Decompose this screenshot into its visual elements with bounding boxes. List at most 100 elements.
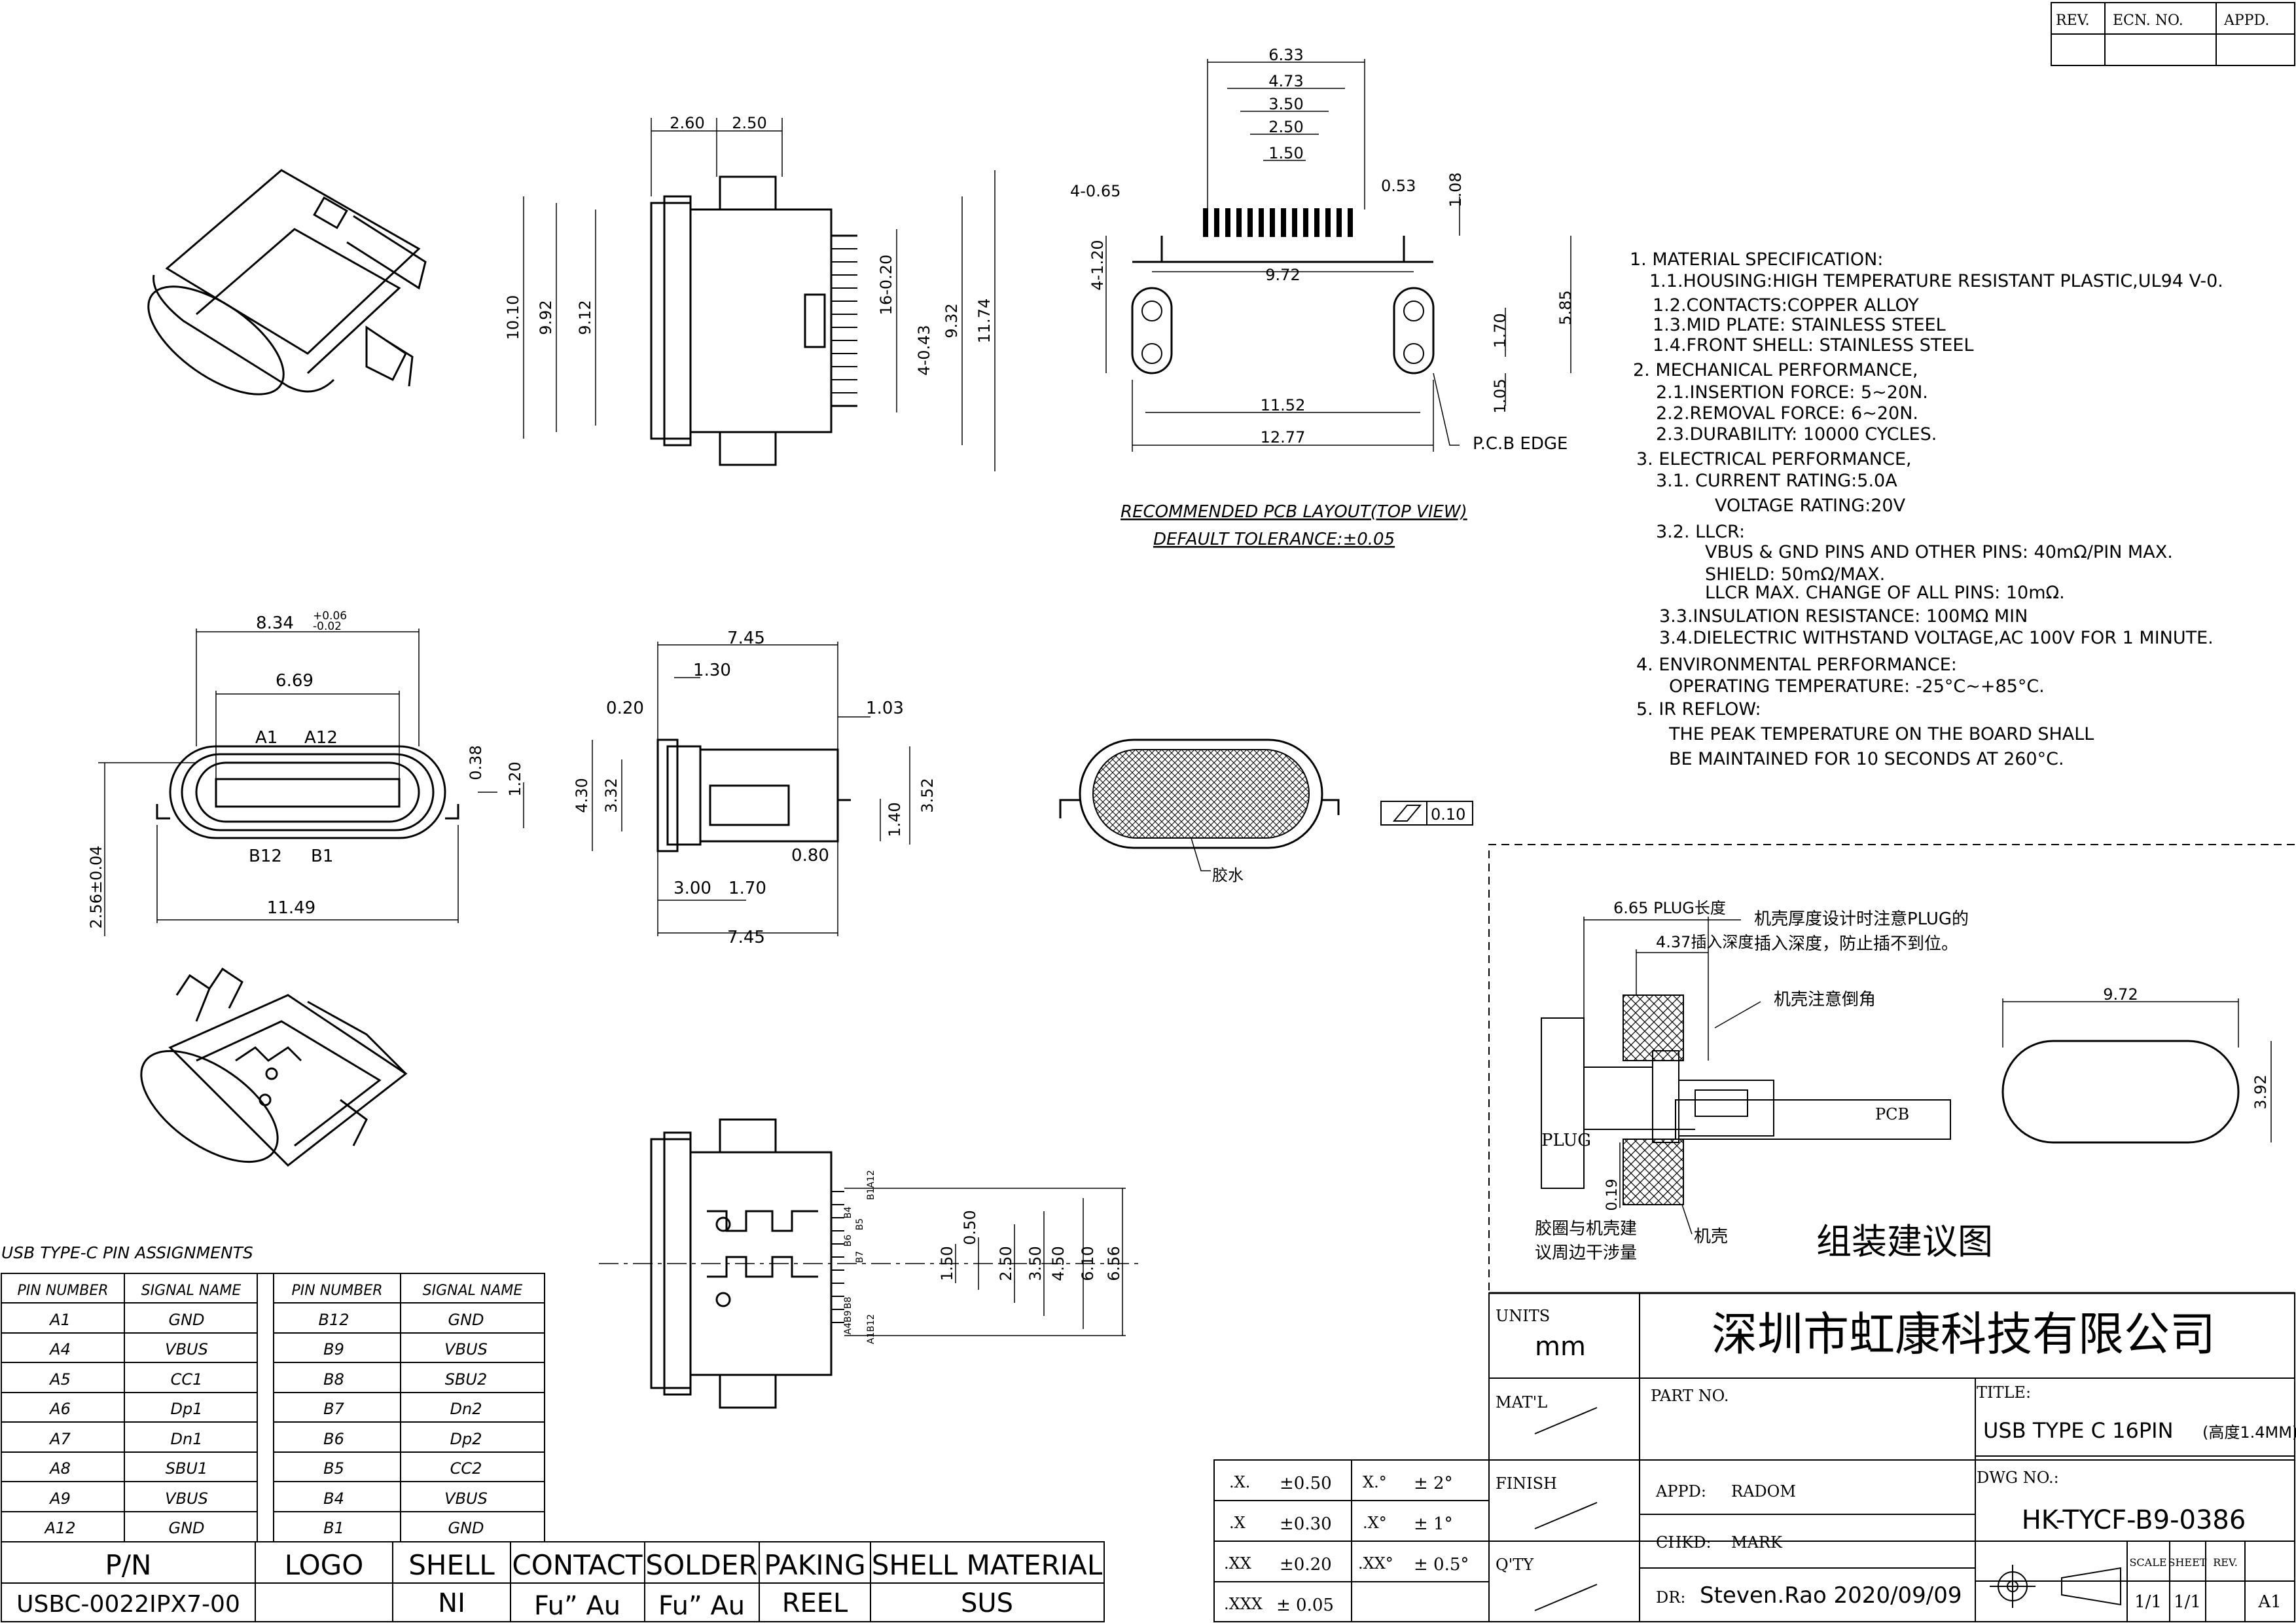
appd-header: APPD. <box>2223 12 2269 29</box>
dr-label: DR: <box>1656 1588 1685 1607</box>
front-view-dims: 8.34 +0.06 -0.02 6.69 A1 A12 B12 B1 0.38… <box>87 610 524 928</box>
side-view <box>656 739 851 852</box>
bom-text: P/N LOGO SHELL CONTACT SOLDER PAKING SHE… <box>16 1549 1103 1621</box>
dim-label: 6.69 <box>276 671 314 691</box>
spec-line: VBUS & GND PINS AND OTHER PINS: 40mΩ/PIN… <box>1705 542 2173 562</box>
dim-label: 12.77 <box>1261 428 1306 447</box>
spec-line: 1.4.FRONT SHELL: STAINLESS STEEL <box>1653 335 1974 356</box>
dim-label: 3.92 <box>2251 1074 2270 1109</box>
shell-label: 机壳 <box>1694 1227 1728 1247</box>
assembly-dim-lines <box>1583 917 2272 1235</box>
table-cell: VBUS <box>444 1340 488 1359</box>
dwg-number: HK-TYCF-B9-0386 <box>2022 1505 2246 1535</box>
table-cell: VBUS <box>165 1489 208 1508</box>
dim-label: 1.08 <box>1446 172 1465 207</box>
dim-label: 2.50 <box>732 114 766 132</box>
side-view-dims: 7.45 1.30 0.20 1.03 4.30 3.32 3.52 1.40 … <box>573 629 937 947</box>
assembly-note: 插入深度，防止插不到位。 <box>1754 934 1958 954</box>
bom-header: LOGO <box>285 1549 364 1581</box>
tol-cell: .XX <box>1224 1554 1251 1573</box>
spec-line: 1. MATERIAL SPECIFICATION: <box>1630 249 1883 270</box>
gasket-view: 0.10 胶水 <box>1059 739 1473 884</box>
table-header: SIGNAL NAME <box>141 1283 242 1299</box>
side-view-dim-lines <box>592 642 910 936</box>
pcb-caption: RECOMMENDED PCB LAYOUT(TOP VIEW) <box>1121 502 1467 522</box>
table-cell: VBUS <box>444 1489 488 1508</box>
pin-table-text: PIN NUMBER SIGNAL NAME PIN NUMBER SIGNAL… <box>17 1283 522 1537</box>
table-cell: Dp1 <box>171 1400 203 1418</box>
dim-label: -0.02 <box>313 620 342 633</box>
tol-cell: ±0.50 <box>1280 1474 1332 1493</box>
table-cell: A9 <box>48 1489 71 1508</box>
tol-cell: ± 2° <box>1414 1474 1453 1493</box>
table-cell: B5 <box>323 1459 344 1478</box>
dim-label: 2.56±0.04 <box>87 846 105 929</box>
pin-label: B5 <box>855 1218 865 1231</box>
qty-label: Q'TY <box>1496 1556 1534 1574</box>
dim-label: 6.56 <box>1105 1246 1123 1281</box>
dim-label: 4-0.65 <box>1070 182 1121 200</box>
tol-cell: .XX° <box>1358 1554 1393 1573</box>
dim-label: 3.50 <box>1026 1246 1045 1281</box>
tol-cell: .X <box>1229 1514 1246 1532</box>
spec-line: 2. MECHANICAL PERFORMANCE, <box>1633 360 1918 380</box>
spec-line: BE MAINTAINED FOR 10 SECONDS AT 260°C. <box>1669 749 2064 769</box>
dim-label: 7.45 <box>727 629 765 648</box>
spec-line: OPERATING TEMPERATURE: -25°C~+85°C. <box>1669 676 2045 697</box>
bottom-view-dim-lines <box>599 1188 1139 1336</box>
scale-label: SCALE <box>2129 1556 2166 1569</box>
pin-table-title: USB TYPE-C PIN ASSIGNMENTS <box>1 1243 253 1262</box>
table-header: SIGNAL NAME <box>423 1283 523 1299</box>
table-cell: B1 <box>323 1519 344 1537</box>
dim-label: 11.52 <box>1261 396 1306 414</box>
spec-line: VOLTAGE RATING:20V <box>1715 496 1906 516</box>
tol-cell: ± 0.05 <box>1276 1596 1334 1615</box>
bom-header: SHELL MATERIAL <box>872 1549 1103 1581</box>
bom-value: SUS <box>961 1588 1013 1618</box>
dim-label: 3.32 <box>602 778 620 812</box>
dim-label: 1.50 <box>938 1246 956 1281</box>
pcb-pads <box>1203 208 1353 237</box>
dim-label: 6.10 <box>1079 1246 1097 1281</box>
table-cell: B8 <box>323 1370 344 1389</box>
table-cell: Dp2 <box>450 1430 482 1448</box>
title-block-text: UNITS mm 深圳市虹康科技有限公司 MAT'L PART NO. TITL… <box>1496 1307 2296 1612</box>
table-cell: A7 <box>48 1430 71 1448</box>
pcb-layout <box>1131 236 1435 374</box>
part-no-label: PART NO. <box>1651 1387 1729 1405</box>
table-cell: A4 <box>48 1340 71 1359</box>
finish-label: FINISH <box>1496 1474 1557 1493</box>
table-cell: B9 <box>323 1340 344 1359</box>
dim-label: 8.34 <box>256 613 294 633</box>
spec-line: 1.1.HOUSING:HIGH TEMPERATURE RESISTANT P… <box>1649 271 2223 291</box>
pin-label: B8 <box>843 1297 853 1309</box>
table-cell: B4 <box>323 1489 344 1508</box>
bom-value: Fu” Au <box>534 1591 620 1621</box>
flatness-icon <box>1392 805 1422 822</box>
dim-label: 1.50 <box>1268 144 1303 162</box>
bom-header: SOLDER <box>645 1549 757 1581</box>
dim-label: 1.03 <box>866 699 904 718</box>
spec-line: 5. IR REFLOW: <box>1636 699 1761 720</box>
dim-label: 4-0.43 <box>915 325 933 375</box>
spec-line: 1.3.MID PLATE: STAINLESS STEEL <box>1653 315 1946 335</box>
dim-label: 9.72 <box>1265 266 1300 284</box>
pcb-dim-lines <box>1105 59 1571 452</box>
bom-header: PAKING <box>764 1549 865 1581</box>
spec-line: 3.4.DIELECTRIC WITHSTAND VOLTAGE,AC 100V… <box>1659 628 2214 648</box>
dim-label: 3.50 <box>1268 95 1303 113</box>
chkd-value: MARK <box>1731 1533 1783 1552</box>
bom-header: CONTACT <box>512 1549 643 1581</box>
specifications: 1. MATERIAL SPECIFICATION: 1.1.HOUSING:H… <box>1630 249 2223 769</box>
dim-label: 0.20 <box>606 699 644 718</box>
spec-line: 2.2.REMOVAL FORCE: 6~20N. <box>1656 403 1918 424</box>
bottom-view-dims: 0.50 1.50 2.50 3.50 4.50 6.10 6.56 <box>938 1210 1123 1281</box>
pin-label: A1 <box>255 728 278 748</box>
rev-label: REV. <box>2213 1556 2238 1569</box>
tol-cell: ±0.30 <box>1280 1514 1332 1534</box>
table-cell: GND <box>168 1519 204 1537</box>
iso-view-bottom <box>140 967 408 1167</box>
tol-cell: X.° <box>1363 1473 1387 1491</box>
bom-value: USBC-0022IPX7-00 <box>16 1591 240 1618</box>
bom-value: REEL <box>782 1588 848 1618</box>
